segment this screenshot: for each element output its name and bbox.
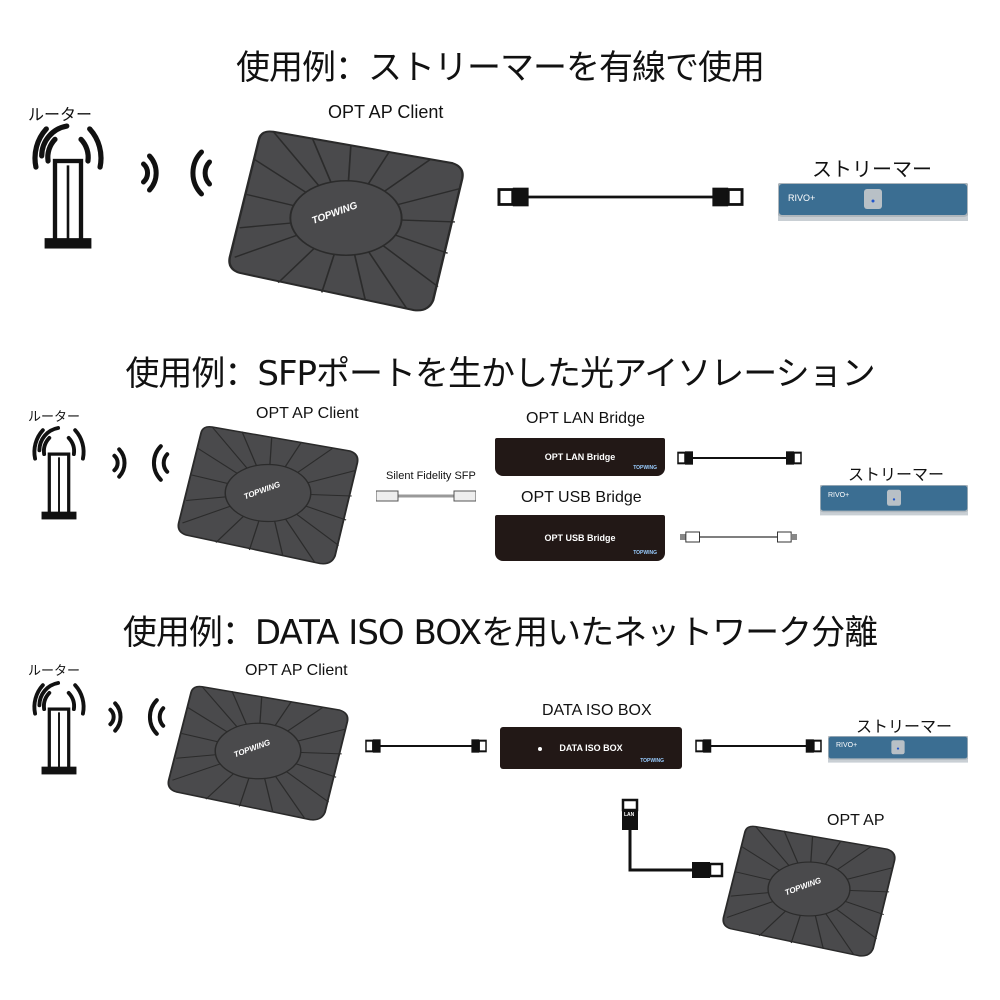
lan-bridge-print: OPT LAN Bridge: [544, 452, 616, 462]
ap-client-label: OPT AP Client: [245, 662, 348, 679]
usb-bridge-print: OPT USB Bridge: [544, 533, 616, 543]
rivo-logo: RIVO+: [836, 742, 858, 749]
lan-cable-bent: LAN: [614, 798, 726, 880]
iso-box-print: DATA ISO BOX: [559, 743, 623, 753]
opt-ap-label: OPT AP: [827, 812, 885, 829]
usb-bridge-label: OPT USB Bridge: [521, 489, 642, 506]
router-label: ルーター: [28, 409, 81, 424]
sfp-cable-icon: [376, 489, 476, 503]
router-icon: [22, 122, 114, 252]
section3-title: 使用例：DATA ISO BOXを用いたネットワーク分離: [122, 613, 878, 653]
usb-bridge-device: OPT USB Bridge TOPWING: [495, 515, 665, 561]
ap-client-device: TOPWING: [165, 678, 351, 824]
rivo-logo: RIVO+: [788, 193, 816, 203]
sfp-label: Silent Fidelity SFP: [386, 470, 476, 482]
router-label: ルーター: [28, 107, 93, 124]
streamer-device: RIVO+: [828, 736, 968, 764]
router-icon: [25, 680, 93, 777]
data-iso-box-device: DATA ISO BOX TOPWING: [500, 727, 682, 769]
wifi-waves-icon: [108, 443, 172, 483]
ap-client-device: TOPWING: [225, 120, 467, 316]
lan-print: LAN: [624, 812, 635, 818]
section1-title: 使用例：ストリーマーを有線で使用: [236, 48, 765, 88]
topwing-logo: TOPWING: [640, 758, 664, 764]
streamer-label: ストリーマー: [856, 719, 953, 736]
wifi-waves-icon: [104, 697, 168, 737]
led-indicator: [538, 747, 542, 751]
topwing-logo: TOPWING: [633, 465, 657, 471]
ap-client-label: OPT AP Client: [256, 405, 359, 422]
lan-cable-icon: [695, 736, 822, 756]
streamer-device: RIVO+: [778, 183, 968, 223]
topwing-logo: TOPWING: [633, 550, 657, 556]
ap-client-label: OPT AP Client: [328, 102, 444, 122]
lan-bridge-label: OPT LAN Bridge: [526, 410, 645, 427]
rivo-logo: RIVO+: [828, 492, 850, 499]
usb-cable-icon: [680, 529, 797, 545]
opt-ap-device: TOPWING: [720, 818, 898, 960]
router-label: ルーター: [28, 663, 81, 678]
streamer-label: ストリーマー: [812, 159, 932, 181]
wifi-waves-icon: [133, 148, 218, 198]
lan-bridge-device: OPT LAN Bridge TOPWING: [495, 438, 665, 476]
router-icon: [25, 425, 93, 522]
lan-cable-icon: [365, 736, 487, 756]
section2-title: 使用例：SFPポートを生かした光アイソレーション: [125, 354, 875, 394]
lan-cable-icon: [677, 448, 802, 468]
ap-client-device: TOPWING: [175, 418, 361, 568]
streamer-device: RIVO+: [820, 485, 968, 517]
lan-cable-icon: [497, 183, 744, 211]
iso-box-label: DATA ISO BOX: [542, 702, 652, 719]
streamer-label: ストリーマー: [848, 467, 945, 484]
